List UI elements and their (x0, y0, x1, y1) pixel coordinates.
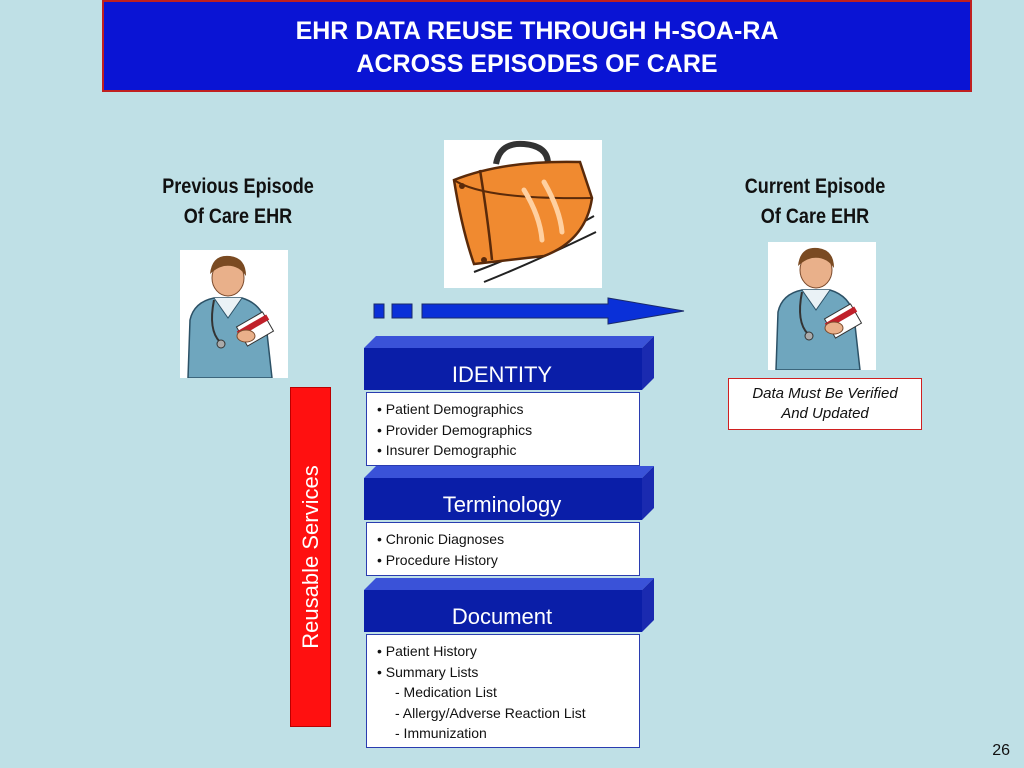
service-title: Document (451, 604, 553, 629)
service-list-identity: • Patient Demographics • Provider Demogr… (366, 392, 640, 466)
clinician-icon (768, 242, 876, 371)
list-subitem: - Immunization (395, 725, 487, 741)
service-header-identity: IDENTITY (364, 336, 656, 392)
service-list-terminology: • Chronic Diagnoses • Procedure History (366, 522, 640, 576)
suitcase-icon (444, 140, 602, 288)
list-item: • Chronic Diagnoses (377, 531, 505, 547)
note-line-2: And Updated (781, 405, 869, 422)
reusable-services-label: Reusable Services (297, 465, 323, 649)
service-list-document: • Patient History • Summary Lists - Medi… (366, 634, 640, 748)
service-header-terminology: Terminology (364, 466, 656, 522)
service-title: IDENTITY (451, 362, 553, 387)
list-item: • Patient Demographics (377, 401, 524, 417)
title-banner: EHR DATA REUSE THROUGH H-SOA-RA ACROSS E… (102, 0, 972, 92)
previous-episode-line-2: Of Care EHR (183, 205, 293, 228)
current-episode-line-2: Of Care EHR (760, 205, 870, 228)
title-line-2: ACROSS EPISODES OF CARE (356, 50, 718, 78)
title-line-1: EHR DATA REUSE THROUGH H-SOA-RA (295, 17, 779, 45)
list-item: • Patient History (377, 643, 477, 659)
service-title: Terminology (442, 492, 562, 517)
list-subitem: - Allergy/Adverse Reaction List (395, 704, 586, 721)
current-episode-label: Current Episode Of Care EHR (712, 172, 918, 232)
verification-note: Data Must Be Verified And Updated (728, 378, 922, 430)
current-episode-line-1: Current Episode (744, 175, 886, 198)
previous-episode-line-1: Previous Episode (162, 175, 314, 198)
arrow-right-icon (373, 297, 685, 325)
list-item: • Procedure History (377, 551, 498, 568)
service-header-document: Document (364, 578, 656, 634)
list-item: • Summary Lists (377, 663, 479, 680)
list-item: • Insurer Demographic (377, 442, 517, 458)
clinician-icon (180, 250, 288, 379)
list-item: • Provider Demographics (377, 421, 533, 438)
note-line-1: Data Must Be Verified (752, 385, 898, 402)
list-subitem: - Medication List (395, 684, 497, 700)
reusable-services-bar: Reusable Services (290, 387, 331, 727)
page-number: 26 (992, 742, 1010, 759)
previous-episode-label: Previous Episode Of Care EHR (135, 172, 341, 232)
